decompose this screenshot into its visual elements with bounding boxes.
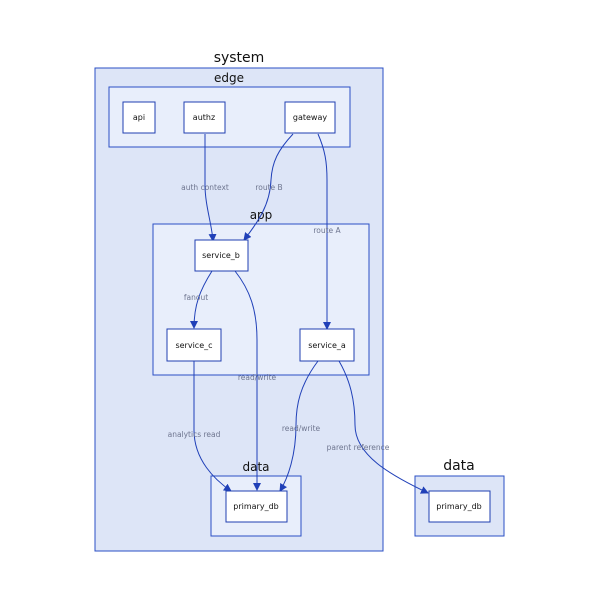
node-api[interactable] xyxy=(122,101,156,134)
node-service-b-label: service_b xyxy=(202,251,240,260)
edge-fanout xyxy=(190,270,213,329)
node-gateway-label: gateway xyxy=(293,113,327,122)
edge-label-fanout: fanout xyxy=(184,293,208,302)
node-service-b[interactable] xyxy=(194,239,249,272)
edge-read-write-b xyxy=(234,270,261,491)
edge-route-a xyxy=(317,133,331,330)
node-primary-db-inner-label: primary_db xyxy=(233,502,278,511)
node-authz-label: authz xyxy=(193,113,215,122)
node-service-a-label: service_a xyxy=(308,341,346,350)
edge-label-analytics-read: analytics read xyxy=(168,430,221,439)
data-cluster-outer-title: data xyxy=(443,458,475,474)
edge-read-write-a xyxy=(279,360,319,492)
node-primary-db-inner[interactable] xyxy=(225,490,288,523)
edge-auth-context xyxy=(204,134,217,242)
edge-label-route-b: route B xyxy=(255,183,282,192)
edge-route-b xyxy=(243,133,294,241)
node-api-label: api xyxy=(133,113,145,122)
edge-label-route-a: route A xyxy=(313,226,341,235)
edge-label-read-write-a: read/write xyxy=(282,424,321,433)
edge-label-read-write-b: read/write xyxy=(238,373,277,382)
data-cluster-inner-title: data xyxy=(242,460,269,474)
edge-label-parent-reference: parent reference xyxy=(327,443,390,452)
node-service-c[interactable] xyxy=(166,328,222,362)
system-cluster-title: system xyxy=(214,50,265,66)
node-authz[interactable] xyxy=(183,101,226,134)
node-service-a[interactable] xyxy=(299,328,355,362)
edge-label-auth-context: auth context xyxy=(181,183,229,192)
edge-cluster-title: edge xyxy=(214,71,244,85)
edge-parent-reference xyxy=(338,360,429,494)
edge-analytics-read xyxy=(193,361,232,492)
node-primary-db-outer-label: primary_db xyxy=(436,502,481,511)
node-gateway[interactable] xyxy=(284,101,336,134)
node-primary-db-outer[interactable] xyxy=(428,490,491,523)
node-service-c-label: service_c xyxy=(175,341,212,350)
